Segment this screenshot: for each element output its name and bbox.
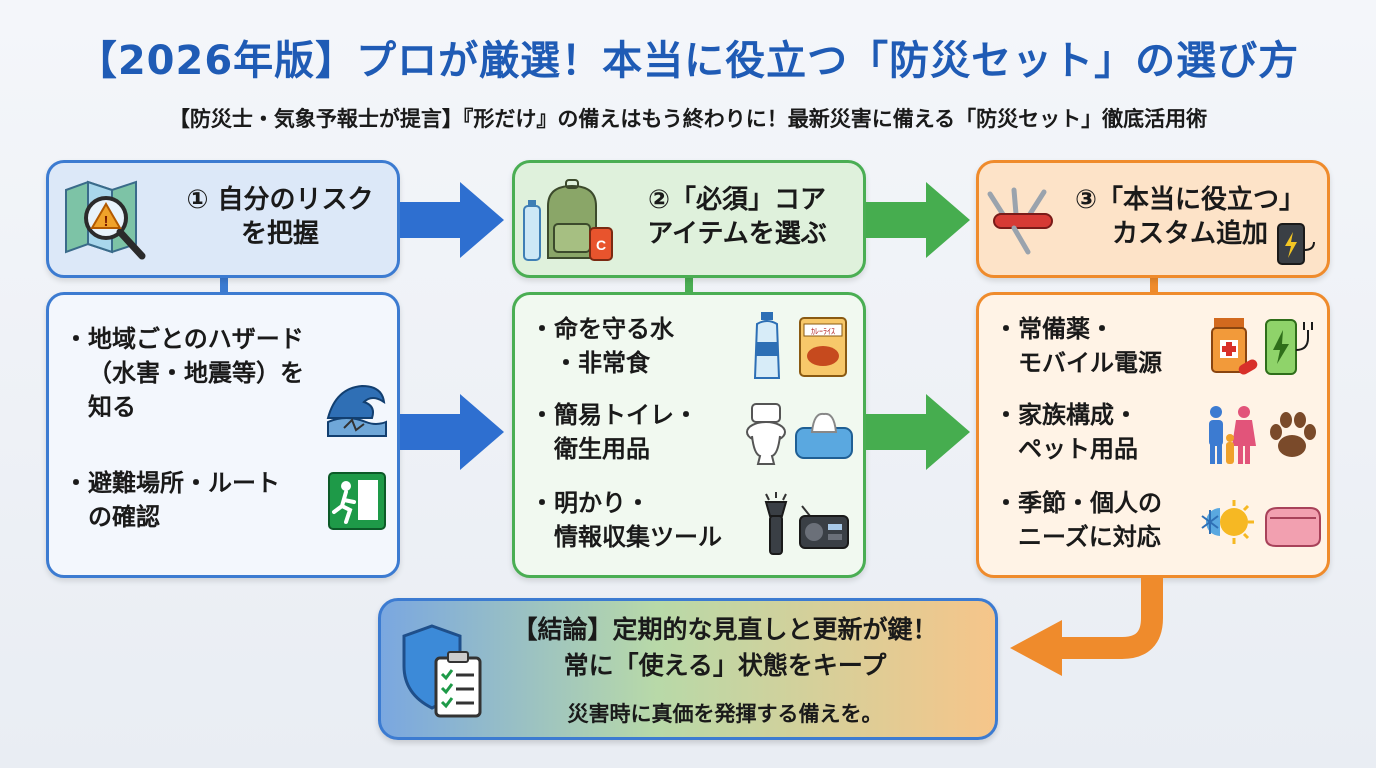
conclusion-line2: 常に「使える」状態をキープ [563, 651, 887, 680]
step-2-item-toilet: ・簡易トイレ・ 衛生用品 [530, 398, 750, 466]
power-bank-icon [1277, 223, 1315, 265]
connector-step-1 [220, 276, 228, 296]
step-2-item-water-food-line1: ・命を守る水 [530, 315, 674, 343]
step-2-title-line2: アイテムを選ぶ [647, 219, 827, 249]
svg-text:C: C [596, 237, 606, 253]
step-2-item-light: ・明かり・ 情報収集ツール [530, 486, 770, 554]
step-3-item-family-line1: ・家族構成・ [994, 401, 1138, 429]
can-icon [589, 227, 613, 261]
step-3-item-season-line2: ニーズに対応 [1018, 523, 1161, 551]
shield-icon [402, 624, 482, 718]
food-pack-label: ｶﾚｰﾗｲｽ [811, 327, 835, 336]
arrow-step-2-to-3-bottom [866, 394, 970, 470]
connector-step-2 [685, 276, 693, 296]
food-pack-icon: ｶﾚｰﾗｲｽ [799, 317, 847, 377]
paw-icon [1270, 412, 1316, 457]
emergency-exit-icon [328, 472, 386, 530]
step-1-item-hazard: ・地域ごとのハザード （水害・地震等）を 知る [64, 322, 364, 424]
step-2-item-toilet-line1: ・簡易トイレ・ [530, 401, 698, 429]
conclusion-sub: 災害時に真価を発揮する備えを。 [567, 702, 883, 726]
step-2-item-water-food: ・命を守る水 ・非常食 [530, 312, 750, 380]
connector-step-3 [1150, 276, 1158, 296]
step-1-title-line1: ① 自分のリスク [186, 185, 374, 215]
step-1-item-hazard-line3: 知る [88, 393, 136, 421]
multitool-icon [987, 187, 1053, 255]
step-3-item-season-line1: ・季節・個人の [994, 489, 1162, 517]
battery-icon [1265, 319, 1313, 375]
step-3-item-family-line2: ペット用品 [1018, 435, 1138, 463]
step-2-title: ②「必須」コア アイテムを選ぶ [612, 183, 862, 251]
flashlight-icon [764, 492, 788, 555]
step-1-title-line2: を把握 [240, 219, 319, 249]
step-3-item-season: ・季節・個人の ニーズに対応 [994, 486, 1214, 554]
clipboard-icon [434, 651, 482, 718]
step-3-title-line2: カスタム追加 [1111, 219, 1268, 249]
arrow-step-1-to-2-bottom [400, 394, 504, 470]
step-3-item-medicine-line1: ・常備薬・ [994, 315, 1114, 343]
step-1-item-evacuation-line2: の確認 [88, 503, 160, 531]
svg-text:!: ! [104, 213, 109, 230]
step-2-item-water-food-line2: ・非常食 [554, 349, 650, 377]
step-1-item-hazard-line1: ・地域ごとのハザード [64, 325, 304, 353]
medicine-icon [1211, 318, 1258, 375]
arrow-to-conclusion [1010, 578, 1163, 676]
conclusion-main: 【結論】定期的な見直しと更新が鍵！ 常に「使える」状態をキープ [470, 612, 980, 684]
step-3-item-medicine: ・常備薬・ モバイル電源 [994, 312, 1214, 380]
water-bottle-icon [753, 312, 781, 379]
step-3-title-line1: ③「本当に役立つ」 [1074, 185, 1305, 215]
arrow-step-1-to-2-top [400, 182, 504, 258]
backpack-icon: C [523, 179, 613, 261]
water-bottle-icon [523, 205, 541, 261]
wet-wipes-icon [795, 412, 853, 459]
step-1-title: ① 自分のリスク を把握 [160, 183, 400, 251]
warning-icon [90, 202, 122, 229]
step-2-title-line1: ②「必須」コア [647, 185, 826, 215]
step-1-item-evacuation: ・避難場所・ルート の確認 [64, 466, 364, 534]
step-2-item-light-line1: ・明かり・ [530, 489, 650, 517]
season-icon [1201, 500, 1254, 544]
page-title: 【2026年版】プロが厳選！本当に役立つ「防災セット」の選び方 [76, 38, 1300, 84]
step-1-header [46, 160, 400, 278]
page-subtitle: 【防災士・気象予報士が提言】『形だけ』の備えはもう終わりに！最新災害に備える「防… [168, 107, 1208, 131]
step-3-item-medicine-line2: モバイル電源 [1018, 349, 1162, 377]
toilet-icon [746, 403, 786, 465]
step-3-title: ③「本当に役立つ」 カスタム追加 [1060, 183, 1320, 251]
arrow-step-2-to-3-top [866, 182, 970, 258]
family-icon [1209, 406, 1256, 464]
step-2-item-toilet-line2: 衛生用品 [554, 435, 650, 463]
step-1-item-hazard-line2: （水害・地震等）を [88, 359, 304, 387]
radio-icon [799, 505, 849, 549]
step-2-item-light-line2: 情報収集ツール [554, 523, 722, 551]
tsunami-icon [326, 384, 387, 437]
step-1-item-evacuation-line1: ・避難場所・ルート [64, 469, 280, 497]
map-icon: ! [65, 180, 146, 260]
step-3-item-family: ・家族構成・ ペット用品 [994, 398, 1214, 466]
pouch-icon [1265, 507, 1321, 547]
conclusion-line1: 【結論】定期的な見直しと更新が鍵！ [512, 615, 938, 644]
